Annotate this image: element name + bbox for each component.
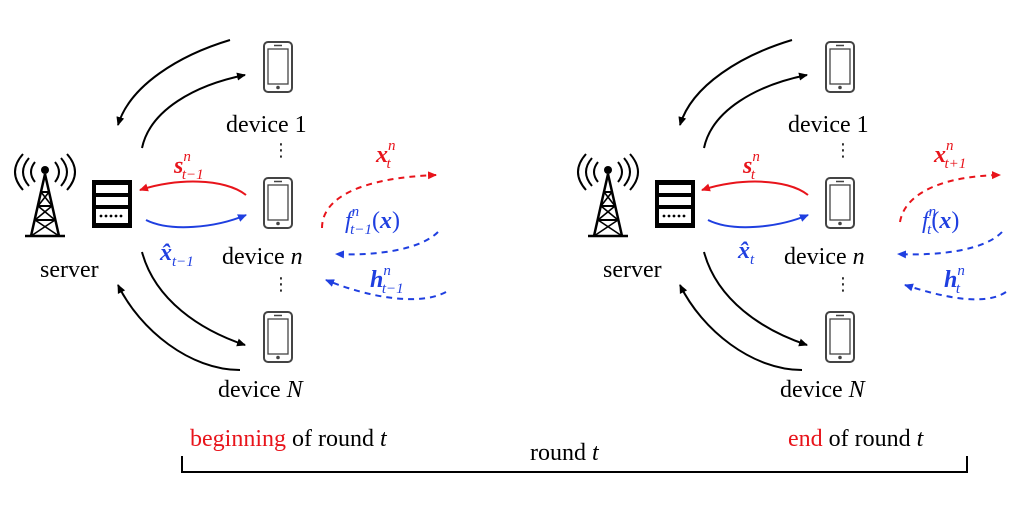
xhat-arrow	[707, 214, 809, 229]
f-dashed-arrow	[335, 231, 439, 259]
phone-icon	[263, 311, 293, 363]
x-dashed-arrow	[899, 171, 1001, 223]
right-panel: server device 1 ⋮ device n ⋮ device N sn…	[576, 39, 1007, 403]
downlink-arrow-bottom	[141, 251, 246, 347]
x-dashed-arrow	[321, 171, 437, 229]
server-label: server	[603, 257, 662, 283]
beginning-of-round-label: beginning of round t	[190, 426, 388, 452]
round-bracket	[181, 456, 968, 473]
device-1-label: device 1	[226, 112, 307, 138]
round-label: round t	[530, 440, 600, 466]
downlink-arrow-top	[116, 39, 231, 126]
uplink-line-top	[141, 72, 246, 149]
f-dashed-arrow	[897, 231, 1003, 259]
vdots: ⋮	[834, 140, 852, 161]
end-of-round-label: end of round t	[788, 426, 925, 452]
phone-icon	[263, 41, 293, 93]
uplink-arrow-bottom	[679, 284, 803, 371]
phone-icon	[825, 177, 855, 229]
xhat-arrow	[145, 214, 247, 229]
h-dashed-arrow	[904, 283, 1007, 301]
downlink-arrow-top	[678, 39, 793, 126]
vdots: ⋮	[834, 274, 852, 295]
xhat-label: x̂t−1	[159, 240, 194, 270]
phone-icon	[825, 41, 855, 93]
device-1-label: device 1	[788, 112, 869, 138]
s-arrow	[701, 180, 809, 196]
device-n-label: device n	[784, 244, 865, 270]
device-N-label: device N	[218, 377, 305, 403]
device-n-label: device n	[222, 244, 303, 270]
tower-icon	[13, 152, 77, 238]
left-panel: server device 1 ⋮ device n ⋮ device N sn…	[13, 39, 447, 403]
s-arrow	[139, 180, 247, 196]
uplink-line-top	[703, 72, 808, 149]
device-N-label: device N	[780, 377, 867, 403]
vdots: ⋮	[272, 140, 290, 161]
server-label: server	[40, 257, 99, 283]
server-rack-icon	[655, 180, 695, 228]
tower-icon	[576, 152, 640, 238]
phone-icon	[825, 311, 855, 363]
phone-icon	[263, 177, 293, 229]
server-rack-icon	[92, 180, 132, 228]
uplink-arrow-bottom	[117, 284, 241, 371]
downlink-arrow-bottom	[703, 251, 808, 347]
xhat-label: x̂t	[737, 238, 755, 268]
vdots: ⋮	[272, 274, 290, 295]
